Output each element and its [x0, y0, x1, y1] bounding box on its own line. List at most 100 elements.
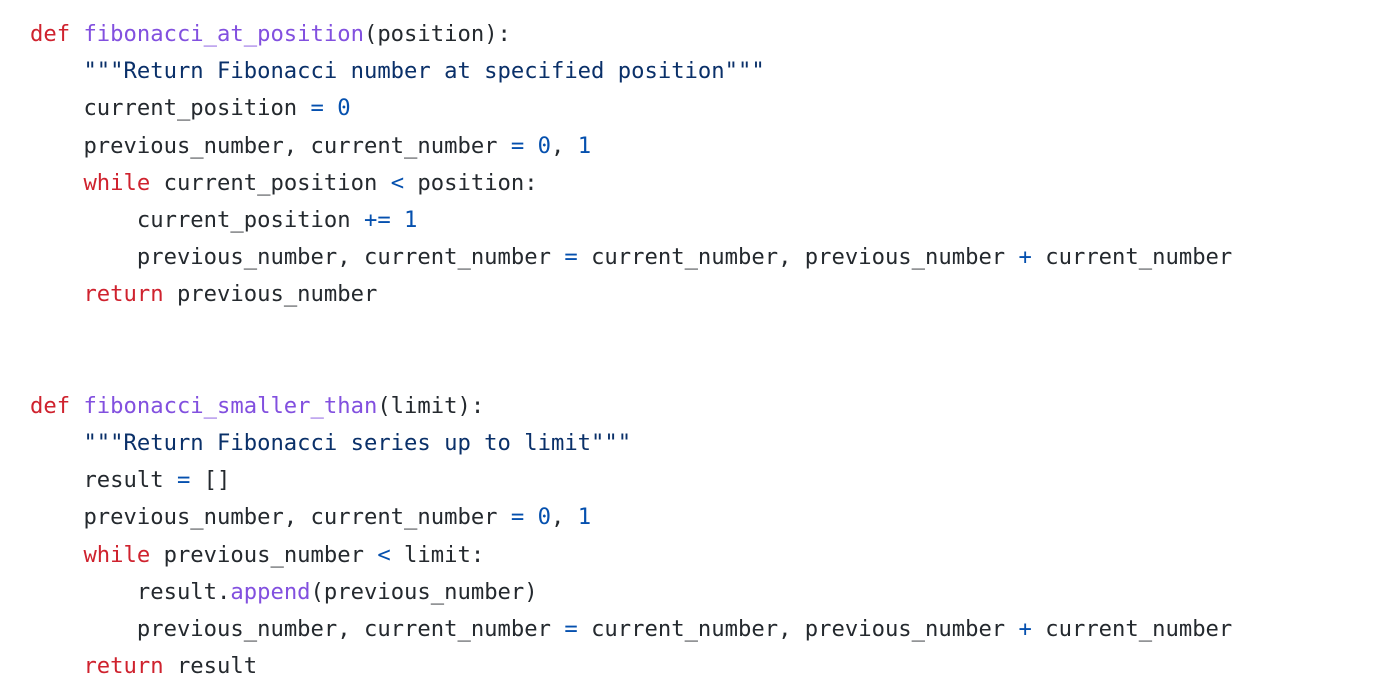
identifier-token: current_position: [163, 169, 391, 196]
keyword-token: return: [83, 653, 164, 680]
identifier-token: current_number, previous_number: [591, 616, 1019, 642]
identifier-token: current_number: [1045, 616, 1233, 642]
indent-whitespace: [391, 542, 404, 568]
indent-whitespace: [164, 281, 177, 307]
operator-token: +: [1018, 616, 1032, 642]
indent-whitespace: [30, 133, 83, 159]
indent-whitespace: [30, 170, 83, 196]
keyword-token: def: [30, 392, 71, 419]
indent-whitespace: [524, 504, 537, 530]
indent-whitespace: [30, 207, 137, 233]
operator-token: =: [510, 504, 525, 531]
function-name-token: fibonacci_smaller_than: [83, 392, 378, 419]
identifier-token: position:: [417, 169, 538, 196]
operator-token: =: [310, 95, 324, 122]
code-line: previous_number, current_number = curren…: [30, 239, 1232, 276]
code-line: return previous_number: [30, 276, 1232, 313]
keyword-token: return: [83, 281, 164, 308]
number-token: 0: [537, 132, 551, 159]
indent-whitespace: [30, 542, 83, 568]
code-line: ​: [30, 314, 1232, 351]
indent-whitespace: [150, 170, 163, 196]
indent-whitespace: [1032, 616, 1045, 642]
code-line: def fibonacci_smaller_than(limit):: [30, 388, 1232, 425]
operator-token: <: [377, 541, 391, 568]
indent-whitespace: [30, 467, 83, 493]
keyword-token: def: [30, 21, 71, 47]
punctuation-token: (position):: [363, 21, 511, 47]
code-line: result.append(previous_number): [30, 574, 1232, 611]
code-line: previous_number, current_number = 0, 1: [30, 128, 1232, 165]
docstring-token: """Return Fibonacci series up to limit""…: [83, 430, 632, 457]
docstring-token: """Return Fibonacci number at specified …: [83, 58, 765, 85]
indent-whitespace: [30, 616, 137, 642]
identifier-token: previous_number, current_number: [136, 244, 565, 271]
code-line: return result: [30, 648, 1232, 685]
operator-token: =: [564, 244, 578, 271]
punctuation-token: (previous_number): [310, 578, 538, 605]
indent-whitespace: [30, 579, 137, 605]
code-line: current_position += 1: [30, 202, 1232, 239]
number-token: 1: [404, 206, 418, 233]
code-line: previous_number, current_number = 0, 1: [30, 499, 1232, 536]
identifier-token: current_position: [83, 95, 311, 122]
code-line: """Return Fibonacci series up to limit""…: [30, 425, 1232, 462]
indent-whitespace: [190, 467, 203, 493]
code-line: def fibonacci_at_position(position):: [30, 16, 1232, 53]
code-line: ​: [30, 351, 1232, 388]
number-token: 1: [577, 132, 592, 159]
operator-token: +=: [363, 206, 391, 233]
number-token: 0: [337, 95, 351, 122]
punctuation-token: []: [203, 467, 231, 494]
code-line: current_position = 0: [30, 90, 1232, 127]
keyword-token: while: [83, 169, 151, 196]
code-block: def fibonacci_at_position(position): """…: [30, 16, 1232, 685]
identifier-token: result: [176, 653, 258, 680]
number-token: 0: [537, 504, 551, 531]
indent-whitespace: [404, 170, 417, 196]
identifier-token: limit:: [404, 541, 485, 568]
code-line: result = []: [30, 462, 1232, 499]
identifier-token: current_position: [136, 206, 364, 233]
indent-whitespace: [578, 616, 591, 642]
indent-whitespace: [150, 542, 163, 568]
indent-whitespace: [70, 393, 83, 419]
indent-whitespace: [164, 653, 177, 679]
indent-whitespace: [30, 58, 83, 84]
punctuation-token: ,: [550, 504, 578, 531]
punctuation-token: ,: [550, 132, 578, 159]
indent-whitespace: [524, 133, 537, 159]
function-name-token: fibonacci_at_position: [83, 21, 364, 47]
operator-token: =: [176, 467, 191, 494]
operator-token: =: [510, 132, 525, 159]
indent-whitespace: [30, 244, 137, 270]
keyword-token: while: [83, 541, 151, 568]
identifier-token: previous_number, current_number: [136, 616, 565, 642]
identifier-token: current_number: [1045, 244, 1233, 271]
identifier-token: result: [83, 467, 177, 494]
indent-whitespace: [30, 653, 83, 679]
operator-token: =: [564, 616, 578, 642]
indent-whitespace: [70, 21, 83, 47]
identifier-token: previous_number: [163, 541, 378, 568]
identifier-token: previous_number, current_number: [83, 132, 511, 159]
number-token: 1: [577, 504, 592, 531]
code-line: previous_number, current_number = curren…: [30, 611, 1232, 648]
code-line: while previous_number < limit:: [30, 537, 1232, 574]
indent-whitespace: [30, 504, 83, 530]
identifier-token: current_number, previous_number: [591, 244, 1019, 271]
punctuation-token: (limit):: [377, 392, 485, 419]
function-name-token: append: [230, 578, 311, 605]
operator-token: <: [390, 169, 405, 196]
indent-whitespace: [30, 281, 83, 307]
indent-whitespace: [30, 430, 83, 456]
operator-token: +: [1018, 244, 1032, 271]
identifier-token: previous_number: [176, 281, 378, 308]
indent-whitespace: [578, 244, 591, 270]
indent-whitespace: [324, 95, 337, 121]
code-line: """Return Fibonacci number at specified …: [30, 53, 1232, 90]
indent-whitespace: [1032, 244, 1045, 270]
indent-whitespace: [391, 207, 404, 233]
code-line: while current_position < position:: [30, 165, 1232, 202]
identifier-token: previous_number, current_number: [83, 504, 511, 531]
